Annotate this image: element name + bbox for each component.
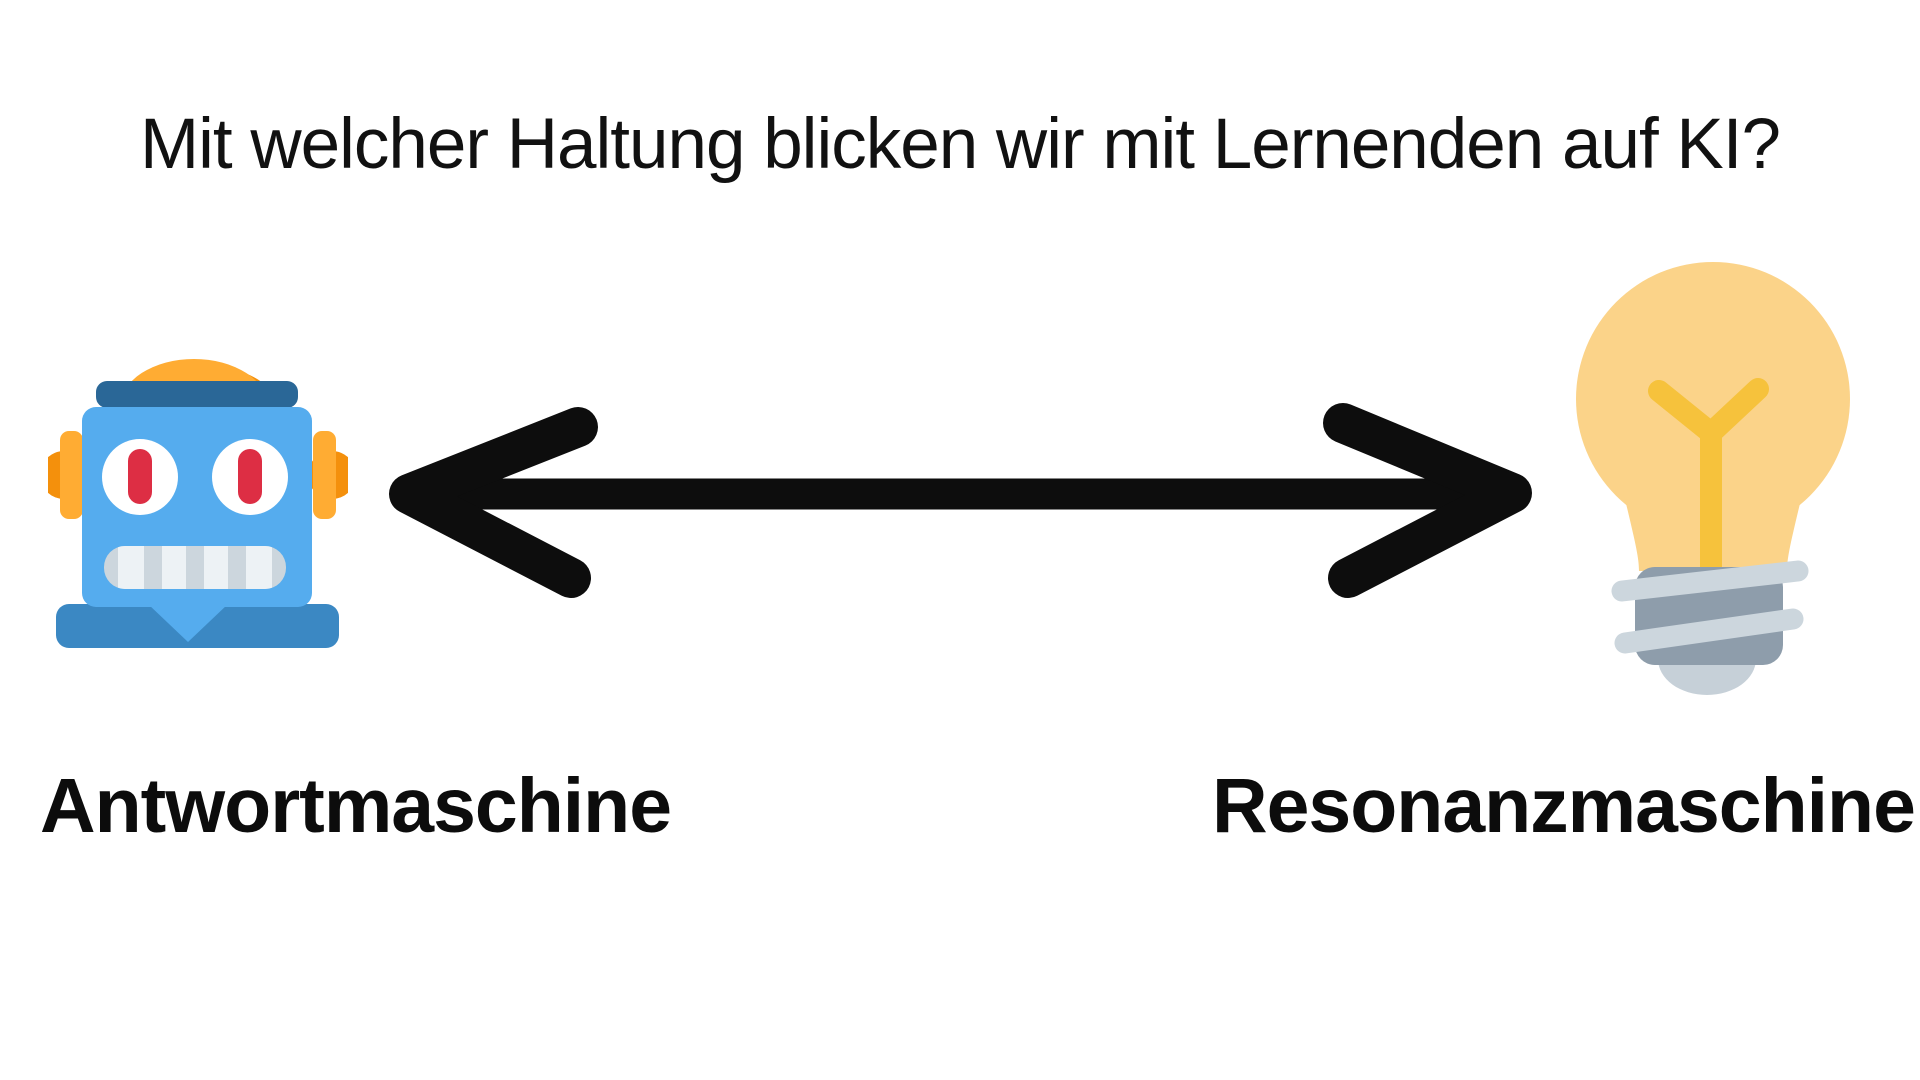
right-concept-label: Resonanzmaschine — [1212, 763, 1916, 849]
slide-title: Mit welcher Haltung blicken wir mit Lern… — [140, 105, 1781, 184]
left-concept-label: Antwortmaschine — [40, 763, 672, 849]
lightbulb-icon — [1575, 261, 1851, 697]
robot-icon — [40, 355, 356, 648]
